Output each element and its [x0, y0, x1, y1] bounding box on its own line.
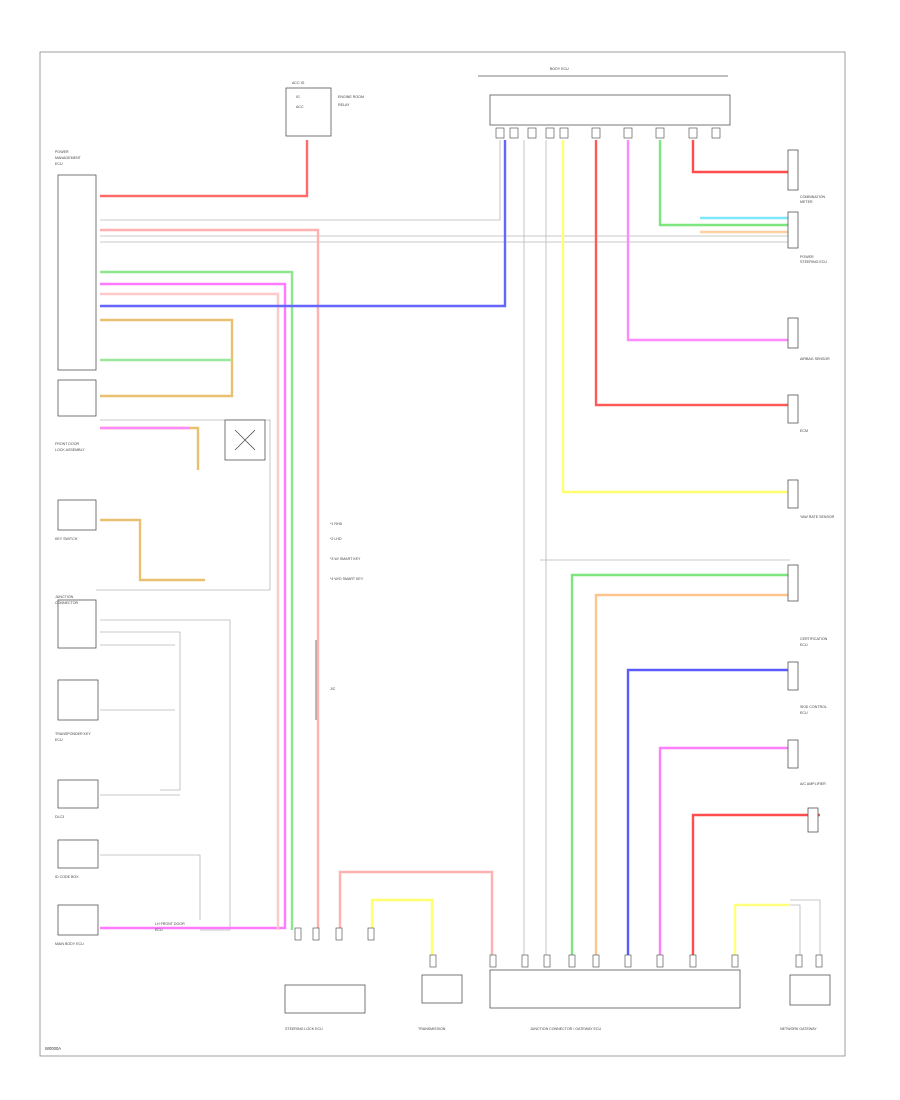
svg-text:AIRBAG SENSOR: AIRBAG SENSOR — [800, 357, 830, 361]
svg-text:*1 RHD: *1 RHD — [330, 522, 343, 526]
svg-text:RELAY: RELAY — [338, 103, 350, 107]
svg-text:IG: IG — [296, 95, 300, 99]
svg-text:*3 W/ SMART KEY: *3 W/ SMART KEY — [330, 557, 361, 561]
svg-text:ENGINE ROOM: ENGINE ROOM — [338, 95, 364, 99]
svg-text:LH FRONT DOOR: LH FRONT DOOR — [155, 922, 185, 926]
svg-text:NETWORK GATEWAY: NETWORK GATEWAY — [780, 1027, 817, 1031]
wire-blue-low — [626, 668, 790, 960]
svg-text:A/C AMPLIFIER: A/C AMPLIFIER — [800, 782, 826, 786]
svg-text:STEERING LOCK ECU: STEERING LOCK ECU — [285, 1027, 323, 1031]
svg-text:ECU: ECU — [55, 162, 63, 166]
wire-red-mid — [594, 140, 790, 407]
wire-red-right — [691, 140, 790, 174]
right-devices: COMBINATION METER POWER STEERING ECU AIR… — [787, 149, 835, 833]
svg-text:FRONT DOOR: FRONT DOOR — [55, 442, 79, 446]
wire-magenta-left — [100, 282, 287, 930]
svg-text:ACC: ACC — [296, 105, 304, 109]
svg-text:*4 W/O SMART KEY: *4 W/O SMART KEY — [330, 577, 364, 581]
svg-text:SKID CONTROL: SKID CONTROL — [800, 705, 827, 709]
wire-red-low — [691, 813, 820, 960]
svg-text:ECU: ECU — [155, 928, 163, 932]
svg-text:ID CODE BOX: ID CODE BOX — [55, 875, 79, 879]
top-bus-pins — [495, 127, 721, 139]
top-bus-connector — [489, 94, 731, 126]
svg-text:ECU: ECU — [800, 711, 808, 715]
relay-box-top — [285, 87, 332, 137]
left-ecu-box — [57, 174, 97, 371]
wire-green-low — [570, 573, 790, 960]
svg-text:POWER: POWER — [55, 150, 69, 154]
svg-text:DLC3: DLC3 — [55, 815, 64, 819]
svg-text:ECM: ECM — [800, 429, 808, 433]
gray-wires — [69, 140, 821, 960]
wire-green-right — [658, 140, 790, 227]
svg-text:ECU: ECU — [55, 738, 63, 742]
svg-text:YAW RATE SENSOR: YAW RATE SENSOR — [800, 515, 835, 519]
wire-yellow-low — [733, 903, 790, 960]
wire-green-left — [100, 270, 294, 930]
svg-text:J/C: J/C — [330, 687, 336, 691]
wire-tan-3 — [100, 518, 205, 582]
bottom-pins — [294, 927, 823, 968]
svg-text:JUNCTION: JUNCTION — [55, 595, 74, 599]
wire-tan-1 — [100, 318, 234, 398]
diagram-frame — [39, 51, 846, 1057]
svg-text:LOCK ASSEMBLY: LOCK ASSEMBLY — [55, 448, 85, 452]
svg-text:ECU: ECU — [800, 643, 808, 647]
wire-magenta-right — [626, 140, 790, 342]
svg-text:TRANSPONDER KEY: TRANSPONDER KEY — [55, 732, 91, 736]
wire-red-top — [100, 140, 309, 198]
svg-text:MANAGEMENT: MANAGEMENT — [55, 156, 82, 160]
svg-text:*2 LHD: *2 LHD — [330, 537, 342, 541]
svg-text:COMBINATION: COMBINATION — [800, 195, 825, 199]
colored-wires — [100, 140, 820, 960]
wire-yellow-mid — [561, 140, 790, 494]
svg-text:KEY SWITCH: KEY SWITCH — [55, 537, 78, 541]
svg-text:STEERING ECU: STEERING ECU — [800, 260, 827, 264]
wire-magenta-low — [658, 746, 790, 960]
svg-text:JUNCTION CONNECTOR / GATEWAY E: JUNCTION CONNECTOR / GATEWAY ECU — [530, 1027, 601, 1031]
left-devices: FRONT DOOR LOCK ASSEMBLY KEY SWITCH JUNC… — [55, 379, 185, 946]
svg-text:TRANSMISSION: TRANSMISSION — [418, 1027, 446, 1031]
connectors: ACC IG IG ACC ENGINE ROOM RELAY POWER MA… — [55, 67, 835, 1031]
wire-yellow-bottom — [370, 898, 434, 960]
svg-text:CONNECTOR: CONNECTOR — [55, 601, 78, 605]
wire-pink-bottom — [338, 870, 494, 960]
svg-text:ACC IG: ACC IG — [292, 81, 305, 85]
svg-text:METER: METER — [800, 200, 813, 204]
wire-blue — [100, 140, 507, 308]
svg-text:MAIN BODY ECU: MAIN BODY ECU — [55, 942, 84, 946]
footer-label: W0000A — [45, 1046, 61, 1051]
wire-lightpink-left — [100, 292, 280, 930]
wire-pink-left — [100, 228, 320, 930]
bottom-connectors: STEERING LOCK ECU TRANSMISSION JUNCTION … — [284, 969, 831, 1031]
wire-tan-2 — [100, 426, 200, 470]
wire-orange-low — [594, 593, 790, 960]
svg-text:BODY ECU: BODY ECU — [550, 67, 569, 71]
svg-text:CERTIFICATION: CERTIFICATION — [800, 637, 828, 641]
svg-text:POWER: POWER — [800, 255, 814, 259]
